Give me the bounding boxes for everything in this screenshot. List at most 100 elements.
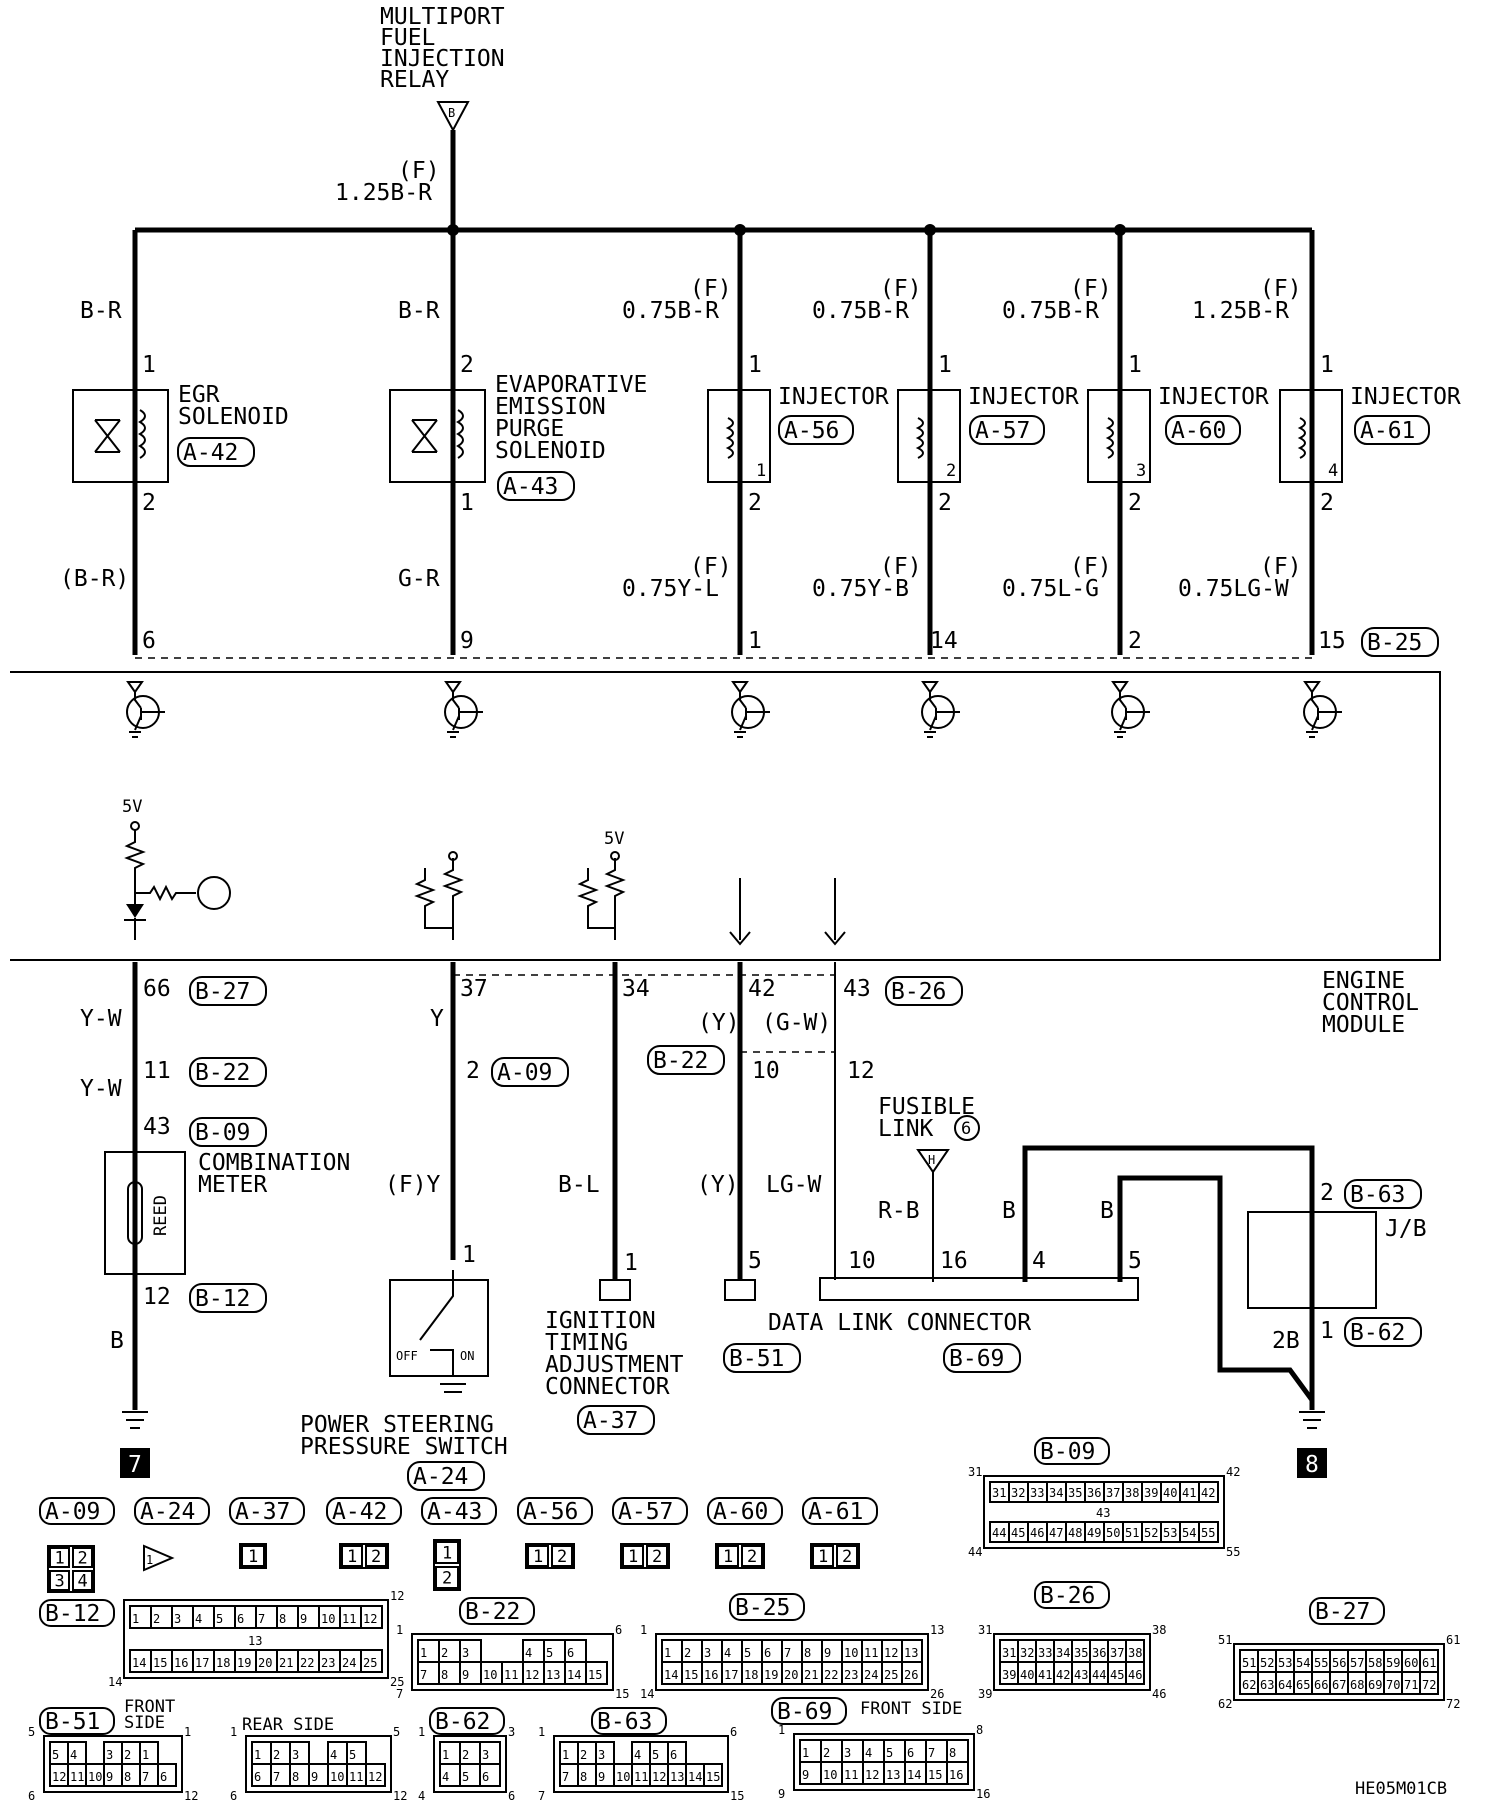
svg-text:Y-W: Y-W [80, 1006, 122, 1032]
svg-text:INJECTOR: INJECTOR [1350, 384, 1461, 410]
svg-text:43: 43 [143, 1114, 171, 1140]
svg-text:14: 14 [567, 1668, 581, 1682]
svg-text:8: 8 [292, 1770, 299, 1784]
egr-solenoid: B-R 1 2 EGR SOLENOID A-42 (B-R) 6 [60, 298, 289, 654]
svg-text:25: 25 [363, 1656, 377, 1670]
svg-text:23: 23 [844, 1668, 858, 1682]
svg-text:4: 4 [865, 1746, 872, 1760]
svg-text:57: 57 [1350, 1656, 1364, 1670]
svg-text:5: 5 [462, 1770, 469, 1784]
svg-text:(F)Y: (F)Y [385, 1172, 441, 1198]
svg-text:PURGE: PURGE [495, 416, 564, 442]
svg-text:(F): (F) [880, 276, 922, 302]
svg-text:61: 61 [1422, 1656, 1436, 1670]
ecm-driver-transistor [1303, 681, 1342, 738]
svg-text:2: 2 [460, 352, 474, 378]
svg-text:2: 2 [78, 1549, 88, 1569]
svg-text:SOLENOID: SOLENOID [178, 404, 289, 430]
svg-text:10: 10 [616, 1770, 630, 1784]
svg-text:12: 12 [184, 1789, 198, 1803]
svg-text:3: 3 [462, 1646, 469, 1660]
svg-text:A-57: A-57 [618, 1499, 673, 1525]
svg-text:33: 33 [1038, 1646, 1052, 1660]
svg-text:8: 8 [1305, 1452, 1319, 1478]
svg-text:55: 55 [1201, 1526, 1215, 1540]
relay-wire: 1.25B-R [335, 180, 432, 206]
injector-3: (F) 0.75B-R 1 3 INJECTOR A-60 2 (F) 0.75… [1002, 276, 1269, 654]
svg-text:0.75B-R: 0.75B-R [622, 298, 719, 324]
svg-text:12: 12 [143, 1284, 171, 1310]
svg-text:A-42: A-42 [332, 1499, 387, 1525]
svg-text:71: 71 [1404, 1678, 1418, 1692]
svg-text:33: 33 [1030, 1486, 1044, 1500]
svg-text:12: 12 [390, 1589, 404, 1603]
svg-text:59: 59 [1386, 1656, 1400, 1670]
svg-text:0.75B-R: 0.75B-R [1002, 298, 1099, 324]
svg-text:EVAPORATIVE: EVAPORATIVE [495, 372, 647, 398]
svg-text:35: 35 [1068, 1486, 1082, 1500]
svg-text:2: 2 [938, 490, 952, 516]
svg-text:A-56: A-56 [523, 1499, 578, 1525]
dlc-branch: 42 43 B-26 (Y) (G-W) B-22 10 12 (Y) LG-W… [647, 962, 1315, 1402]
svg-text:52: 52 [1260, 1656, 1274, 1670]
svg-text:5V: 5V [604, 829, 624, 849]
svg-text:OFF: OFF [396, 1349, 418, 1363]
svg-text:36: 36 [1087, 1486, 1101, 1500]
svg-text:1: 1 [664, 1646, 671, 1660]
svg-text:62: 62 [1218, 1697, 1232, 1711]
svg-text:11: 11 [70, 1770, 84, 1784]
svg-text:12: 12 [884, 1646, 898, 1660]
svg-text:40: 40 [1020, 1668, 1034, 1682]
svg-text:11: 11 [504, 1668, 518, 1682]
svg-text:B-R: B-R [398, 298, 440, 324]
svg-text:A-37: A-37 [583, 1408, 638, 1434]
svg-text:16: 16 [174, 1656, 188, 1670]
svg-text:B-27: B-27 [195, 979, 250, 1005]
svg-text:67: 67 [1332, 1678, 1346, 1692]
svg-text:(F): (F) [1260, 554, 1302, 580]
svg-text:35: 35 [1074, 1646, 1088, 1660]
svg-text:72: 72 [1422, 1678, 1436, 1692]
svg-text:6: 6 [230, 1789, 237, 1803]
svg-text:3: 3 [598, 1748, 605, 1762]
svg-text:11: 11 [844, 1768, 858, 1782]
svg-text:14: 14 [930, 628, 958, 654]
svg-text:RELAY: RELAY [380, 67, 449, 93]
svg-text:A-43: A-43 [427, 1499, 482, 1525]
svg-text:10: 10 [321, 1612, 335, 1626]
svg-text:64: 64 [1278, 1678, 1292, 1692]
svg-text:G-R: G-R [398, 566, 440, 592]
svg-text:21: 21 [804, 1668, 818, 1682]
svg-text:1: 1 [778, 1723, 785, 1737]
svg-text:A-60: A-60 [713, 1499, 768, 1525]
injector-4: (F) 1.25B-R 1 4 INJECTOR A-61 2 (F) 0.75… [1178, 276, 1461, 654]
svg-text:40: 40 [1163, 1486, 1177, 1500]
svg-text:MODULE: MODULE [1322, 1012, 1405, 1038]
svg-text:SIDE: SIDE [124, 1713, 165, 1733]
svg-text:9: 9 [300, 1612, 307, 1626]
svg-text:68: 68 [1350, 1678, 1364, 1692]
svg-text:46: 46 [1128, 1668, 1142, 1682]
svg-text:4: 4 [525, 1646, 532, 1660]
svg-text:5: 5 [28, 1725, 35, 1739]
svg-text:22: 22 [824, 1668, 838, 1682]
svg-text:13: 13 [904, 1646, 918, 1660]
svg-text:12: 12 [368, 1770, 382, 1784]
svg-text:15: 15 [706, 1770, 720, 1784]
svg-text:5V: 5V [122, 797, 142, 817]
svg-text:B-27: B-27 [1315, 1599, 1370, 1625]
svg-text:51: 51 [1242, 1656, 1256, 1670]
svg-text:A-57: A-57 [975, 418, 1030, 444]
svg-text:B-12: B-12 [45, 1601, 100, 1627]
svg-text:47: 47 [1049, 1526, 1063, 1540]
svg-text:12: 12 [363, 1612, 377, 1626]
svg-text:14: 14 [664, 1668, 678, 1682]
svg-text:26: 26 [904, 1668, 918, 1682]
svg-text:INJECTION: INJECTION [380, 46, 505, 72]
svg-text:37: 37 [1106, 1486, 1120, 1500]
svg-text:12: 12 [847, 1058, 875, 1084]
svg-text:1: 1 [418, 1725, 425, 1739]
